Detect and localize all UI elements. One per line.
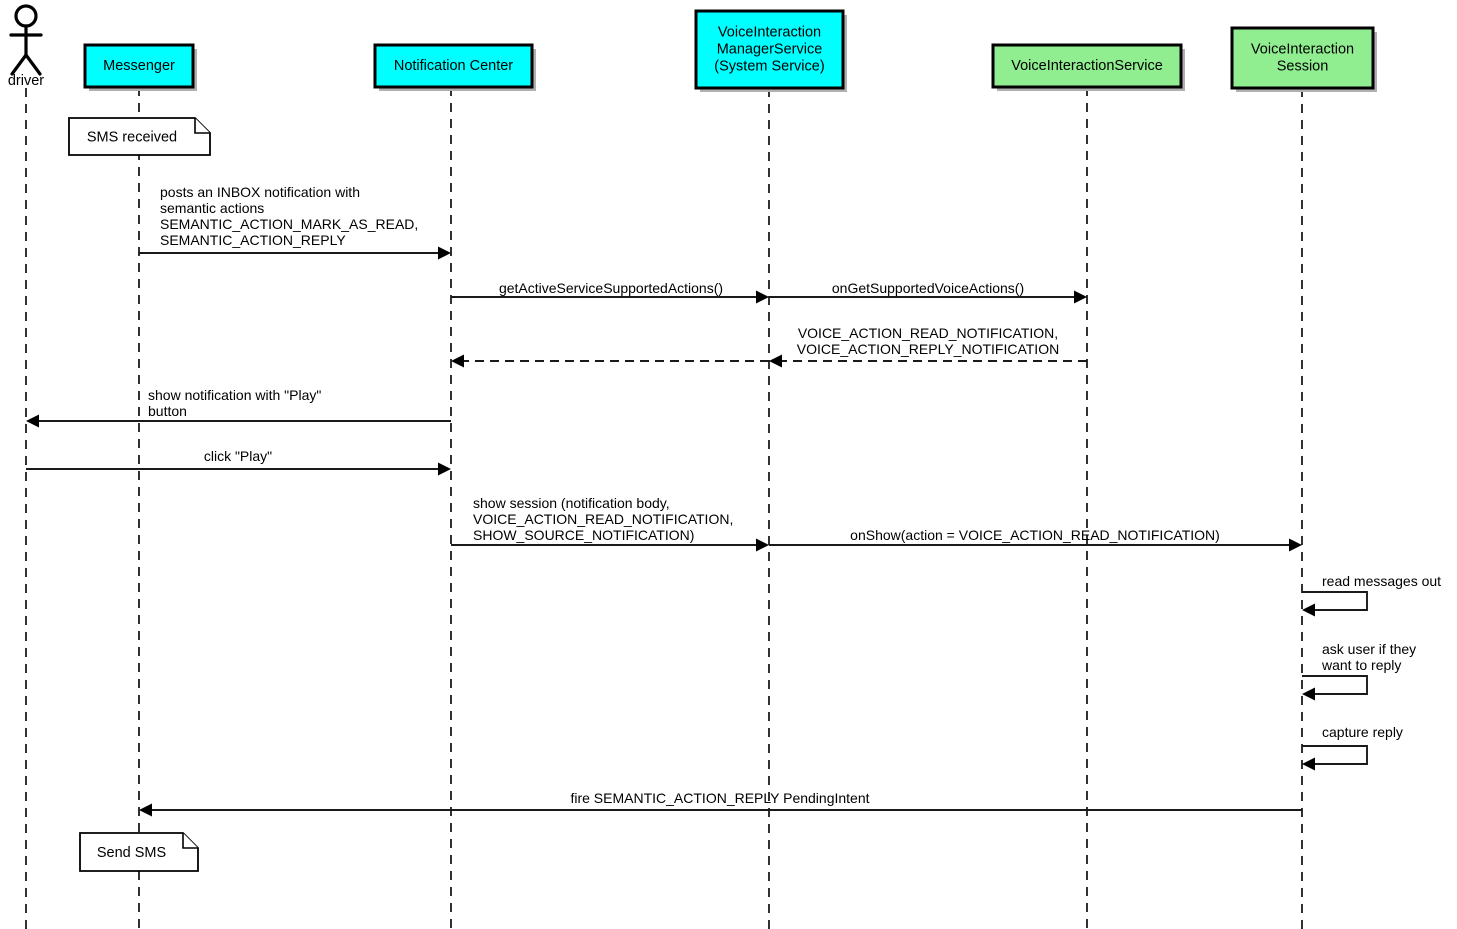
- message-on-get-supported-voice-actions: onGetSupportedVoiceActions(): [769, 280, 1087, 304]
- self-message-label-line: ask user if they: [1322, 641, 1416, 657]
- message-show-notification-with-play-button: show notification with "Play"button: [26, 387, 451, 428]
- message-label-line: show notification with "Play": [148, 387, 321, 403]
- message-posts-inbox-notification: posts an INBOX notification withsemantic…: [139, 184, 451, 260]
- participant-label-line: Notification Center: [394, 58, 513, 74]
- actor-head-icon: [14, 4, 38, 28]
- message-fire-semantic-action-reply-pending-intent: fire SEMANTIC_ACTION_REPLY PendingIntent: [139, 790, 1302, 817]
- message-label-line: onGetSupportedVoiceActions(): [832, 280, 1024, 296]
- lifelines-layer: [25, 87, 1303, 929]
- participant-label-line: Session: [1277, 58, 1329, 74]
- message-show-session: show session (notification body,VOICE_AC…: [451, 495, 769, 552]
- participant-label-line: VoiceInteractionService: [1011, 58, 1163, 74]
- message-label-line: click "Play": [204, 448, 272, 464]
- note-body: [68, 117, 211, 156]
- message-return-voice-actions-to-manager: VOICE_ACTION_READ_NOTIFICATION,VOICE_ACT…: [769, 325, 1087, 368]
- message-arrowhead-icon: [756, 538, 769, 552]
- message-arrowhead-icon: [438, 246, 451, 260]
- message-label-line: SHOW_SOURCE_NOTIFICATION): [473, 527, 694, 543]
- participant-box[interactable]: [694, 9, 845, 90]
- message-label-line: SEMANTIC_ACTION_REPLY: [160, 232, 346, 248]
- participant-label-line: VoiceInteraction: [718, 24, 821, 40]
- self-message-arrowhead-icon: [1302, 603, 1315, 617]
- participant-label-line: Messenger: [103, 58, 175, 74]
- self-message-path: [1302, 745, 1368, 765]
- self-message-path: [1302, 675, 1368, 695]
- message-arrowhead-icon: [1289, 538, 1302, 552]
- note-fold-corner-icon: [182, 833, 198, 849]
- self-message-label-line: capture reply: [1322, 724, 1403, 740]
- message-arrowhead-icon: [438, 462, 451, 476]
- message-arrowhead-icon: [139, 803, 152, 817]
- actor-left-leg-icon: [10, 53, 28, 76]
- message-label-line: SEMANTIC_ACTION_MARK_AS_READ,: [160, 216, 418, 232]
- message-label-line: button: [148, 403, 187, 419]
- message-label-line: getActiveServiceSupportedActions(): [499, 280, 723, 296]
- message-arrowhead-icon: [756, 290, 769, 304]
- self-message-label-line: read messages out: [1322, 573, 1441, 589]
- participant-label-line: (System Service): [714, 58, 824, 74]
- message-label-line: fire SEMANTIC_ACTION_REPLY PendingIntent: [570, 790, 869, 806]
- message-on-show-action: onShow(action = VOICE_ACTION_READ_NOTIFI…: [769, 527, 1302, 552]
- participant-box[interactable]: [373, 43, 534, 89]
- note-label: SMS received: [87, 129, 177, 145]
- note-body: [79, 832, 199, 872]
- self-message-path: [1302, 591, 1368, 611]
- message-return-voice-actions-to-notification-center: [451, 354, 769, 368]
- participant-label-line: VoiceInteraction: [1251, 41, 1354, 57]
- note-fold-corner-icon: [194, 118, 210, 134]
- message-label-line: show session (notification body,: [473, 495, 670, 511]
- participant-box[interactable]: [991, 43, 1183, 89]
- messages-layer: posts an INBOX notification withsemantic…: [26, 184, 1302, 817]
- self-message-arrowhead-icon: [1302, 757, 1315, 771]
- message-label-line: semantic actions: [160, 200, 264, 216]
- message-get-active-service-supported-actions: getActiveServiceSupportedActions(): [451, 280, 769, 304]
- self-message-read-messages-out: read messages out: [1302, 573, 1441, 617]
- message-label-line: posts an INBOX notification with: [160, 184, 360, 200]
- participant-notification-center[interactable]: Notification Center: [373, 43, 536, 91]
- actor-driver: driver: [8, 4, 44, 89]
- message-label-line: VOICE_ACTION_READ_NOTIFICATION,: [473, 511, 733, 527]
- participant-voice-interaction-service[interactable]: VoiceInteractionService: [991, 43, 1185, 91]
- actor-right-leg-icon: [24, 53, 42, 76]
- note-label: Send SMS: [97, 845, 166, 861]
- actor-layer: driver: [8, 4, 44, 89]
- message-arrowhead-icon: [451, 354, 464, 368]
- message-arrowhead-icon: [1074, 290, 1087, 304]
- self-message-arrowhead-icon: [1302, 687, 1315, 701]
- self-message-label-line: want to reply: [1321, 657, 1401, 673]
- message-label-line: VOICE_ACTION_REPLY_NOTIFICATION: [797, 341, 1059, 357]
- participant-label-line: ManagerService: [717, 41, 823, 57]
- message-click-play: click "Play": [26, 448, 451, 476]
- participants-layer: Messenger Notification Center VoiceInterac…: [83, 9, 1377, 92]
- actor-label: driver: [8, 73, 44, 89]
- note-note-send-sms: Send SMS: [79, 832, 199, 872]
- message-arrowhead-icon: [26, 414, 39, 428]
- participant-messenger[interactable]: Messenger: [83, 43, 197, 91]
- message-arrowhead-icon: [769, 354, 782, 368]
- note-note-sms-received: SMS received: [68, 117, 211, 156]
- participant-box[interactable]: [83, 43, 195, 89]
- message-label-line: onShow(action = VOICE_ACTION_READ_NOTIFI…: [850, 527, 1220, 543]
- participant-box[interactable]: [1230, 26, 1375, 90]
- self-message-capture-reply: capture reply: [1302, 724, 1403, 771]
- message-label-line: VOICE_ACTION_READ_NOTIFICATION,: [798, 325, 1058, 341]
